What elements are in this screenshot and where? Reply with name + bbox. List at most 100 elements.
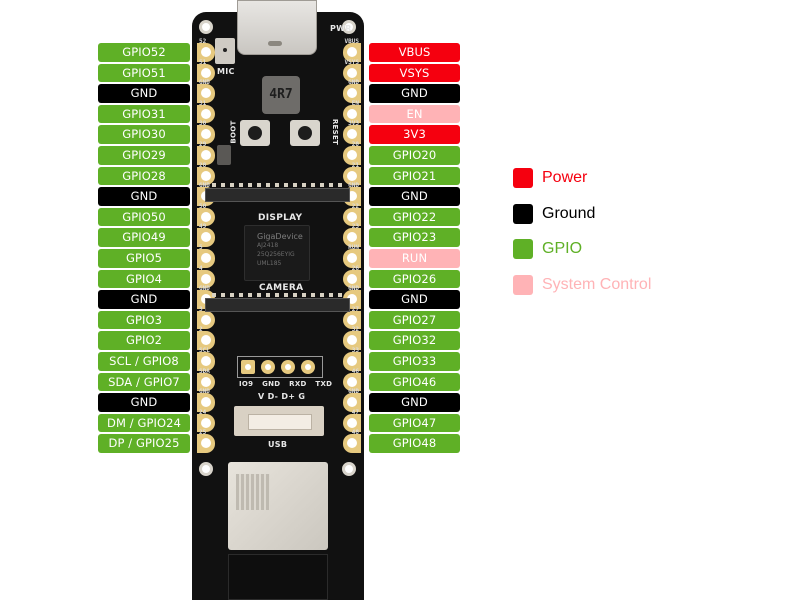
pin-number: GND xyxy=(199,388,210,396)
pin-hole: 2 xyxy=(197,326,215,350)
pin-label-gpio: GPIO31 xyxy=(98,104,190,124)
pin-hole: 21 xyxy=(343,162,361,186)
pin-label-ground: GND xyxy=(369,393,460,412)
microphone xyxy=(215,38,235,64)
legend-label: GPIO xyxy=(542,240,583,258)
silk-usb-pins: V D- D+ G xyxy=(258,392,306,401)
pin-label-power: 3V3 xyxy=(369,125,460,144)
pin-number: 21 xyxy=(351,161,359,169)
pin-label-gpio: GPIO28 xyxy=(98,166,190,186)
pin-number: SDA xyxy=(199,367,210,375)
pin-hole: 3V3 xyxy=(343,120,361,144)
inductor: 4R7 xyxy=(262,76,300,114)
pin-number: GND xyxy=(348,79,359,87)
pin-number: 47 xyxy=(351,408,359,416)
pin-hole: 30 xyxy=(197,120,215,144)
pin-hole: 23 xyxy=(343,223,361,247)
pin-hole: RUN xyxy=(343,244,361,268)
chip-line: 25Q256EYIG xyxy=(257,251,295,258)
header-pad-txd xyxy=(301,360,315,374)
header-pad-gnd xyxy=(261,360,275,374)
pin-number: 23 xyxy=(351,223,359,231)
pin-label-gpio: GPIO27 xyxy=(369,310,460,330)
pin-number: 27 xyxy=(351,305,359,313)
legend-label: System Control xyxy=(542,276,652,294)
pin-number: 4 xyxy=(199,264,203,272)
legend-swatch xyxy=(513,275,533,296)
pin-number: 20 xyxy=(351,140,359,148)
pin-hole: 33 xyxy=(343,347,361,371)
legend-item-system-control: System Control xyxy=(513,275,652,296)
pin-hole: 26 xyxy=(343,265,361,289)
legend-swatch xyxy=(513,239,533,260)
pin-hole: 20 xyxy=(343,141,361,165)
pin-number: 3 xyxy=(199,305,203,313)
pin-label-gpio: GPIO51 xyxy=(98,63,190,83)
flash-chip: GigaDevice AJ2418 25Q256EYIG UML185 xyxy=(244,225,310,281)
pin-label-gpio: GPIO47 xyxy=(369,413,460,433)
pin-label-sysctl: RUN xyxy=(369,248,460,268)
usb-jst-connector xyxy=(234,406,324,436)
pin-label-gpio: GPIO49 xyxy=(98,228,190,247)
boot-button[interactable] xyxy=(240,120,270,146)
pin-number: GND xyxy=(199,285,210,293)
pin-label-gpio: GPIO33 xyxy=(369,351,460,371)
pin-hole: 31 xyxy=(197,100,215,124)
pin-label-gpio: GPIO4 xyxy=(98,269,190,289)
pin-number: GND xyxy=(348,388,359,396)
silk-io9: IO9 xyxy=(239,380,254,388)
pin-number: GND xyxy=(199,182,210,190)
pin-hole: GND xyxy=(343,388,361,412)
pin-number: 29 xyxy=(199,140,207,148)
header-pad-io9 xyxy=(241,360,255,374)
pin-hole: 24 xyxy=(197,409,215,433)
pin-number: 51 xyxy=(199,58,207,66)
pin-label-gpio: DM / GPIO24 xyxy=(98,413,190,433)
pin-label-ground: GND xyxy=(98,393,190,412)
pin-hole: SCL xyxy=(197,347,215,371)
pin-number: RUN xyxy=(348,243,359,251)
legend-swatch xyxy=(513,168,533,188)
mounting-hole xyxy=(342,462,356,476)
pin-number: 26 xyxy=(351,264,359,272)
pin-label-gpio: GPIO5 xyxy=(98,248,190,268)
pin-number: 49 xyxy=(199,223,207,231)
pin-hole: 52 xyxy=(197,38,215,62)
pin-label-sysctl: EN xyxy=(369,104,460,124)
pin-label-ground: GND xyxy=(369,187,460,206)
pin-label-gpio: GPIO30 xyxy=(98,125,190,144)
pin-hole: 32 xyxy=(343,326,361,350)
pin-hole: 49 xyxy=(197,223,215,247)
pin-number: 32 xyxy=(351,326,359,334)
pin-label-gpio: GPIO26 xyxy=(369,269,460,289)
pin-number: 24 xyxy=(199,408,207,416)
legend-swatch xyxy=(513,203,533,224)
mounting-hole xyxy=(199,20,213,34)
pin-label-gpio: GPIO50 xyxy=(98,207,190,227)
pin-number: 28 xyxy=(199,161,207,169)
chip-line: UML185 xyxy=(257,260,282,267)
mounting-hole xyxy=(199,462,213,476)
silk-usb: USB xyxy=(268,440,288,449)
reset-button[interactable] xyxy=(290,120,320,146)
pcb-antenna xyxy=(228,554,328,600)
pin-number: GND xyxy=(348,182,359,190)
pin-hole: 46 xyxy=(343,368,361,392)
pin-hole: EN xyxy=(343,100,361,124)
pin-label-gpio: GPIO32 xyxy=(369,331,460,350)
pin-hole: 22 xyxy=(343,203,361,227)
silk-boot: BOOT xyxy=(229,120,238,144)
pin-hole: GND xyxy=(197,388,215,412)
pin-number: 46 xyxy=(351,367,359,375)
pin-number: 48 xyxy=(351,429,359,437)
pin-label-gpio: GPIO52 xyxy=(98,43,190,62)
pin-hole: 29 xyxy=(197,141,215,165)
silk-rxd: RXD xyxy=(289,380,307,388)
pin-label-ground: GND xyxy=(98,84,190,103)
buzzer xyxy=(217,145,231,165)
pin-label-gpio: SDA / GPIO7 xyxy=(98,372,190,392)
legend-item-power: Power xyxy=(513,168,651,188)
